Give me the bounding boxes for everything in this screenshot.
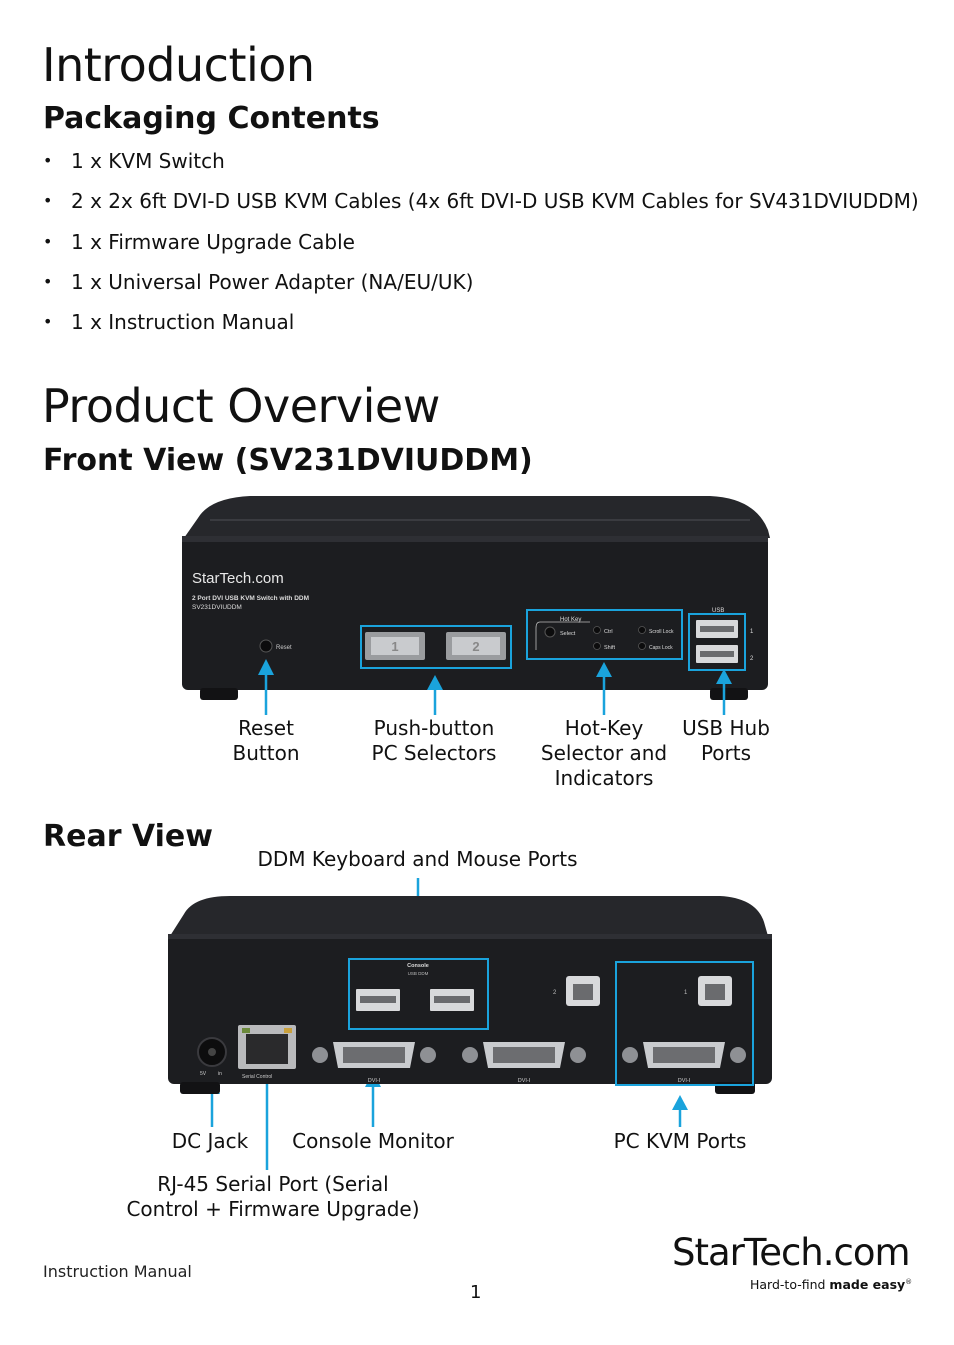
reset-button[interactable] — [259, 639, 273, 653]
packaging-list: •1 x KVM Switch •2 x 2x 6ft DVI-D USB KV… — [43, 148, 919, 349]
svg-text:5V: 5V — [200, 1071, 207, 1077]
ctrl-led-icon — [593, 626, 601, 634]
list-item: •1 x Firmware Upgrade Cable — [43, 229, 355, 254]
front-model: SV231DVIUDDM — [192, 604, 242, 611]
startech-logo: StarTech.com Hard-to-find made easy® — [672, 1234, 912, 1292]
packaging-heading: Packaging Contents — [43, 101, 380, 136]
scroll-lock-led-icon — [638, 626, 646, 634]
svg-text:USB DDM: USB DDM — [408, 971, 429, 976]
footer-doc-title: Instruction Manual — [43, 1262, 192, 1281]
pc-dvi-port-1[interactable]: DVI-I — [622, 1042, 746, 1084]
overview-title: Product Overview — [42, 379, 440, 433]
hotkey-select-button[interactable] — [544, 626, 556, 638]
svg-text:Serial Control: Serial Control — [242, 1074, 272, 1080]
svg-text:1: 1 — [684, 990, 688, 996]
intro-title: Introduction — [42, 38, 315, 92]
logo-tagline: Hard-to-find made easy® — [750, 1277, 913, 1292]
ddm-ports-label: DDM Keyboard and Mouse Ports — [257, 847, 578, 871]
rear-view-image: 5V in Serial Control Console USB DDM 2 1… — [168, 896, 772, 1094]
svg-text:Ctrl: Ctrl — [604, 629, 613, 635]
dc-jack-label: DC Jack — [171, 1129, 249, 1153]
hotkey-highlight — [526, 609, 683, 660]
front-view-heading: Front View (SV231DVIUDDM) — [43, 443, 533, 478]
ddm-ports-highlight — [348, 958, 489, 1030]
logo-wordmark: StarTech.com — [672, 1231, 911, 1274]
svg-text:Reset: Reset — [276, 645, 292, 651]
svg-text:Scroll Lock: Scroll Lock — [649, 629, 674, 635]
caps-lock-led-icon — [638, 642, 646, 650]
pc-dvi-port-2[interactable]: DVI-I — [462, 1042, 586, 1084]
list-item: •1 x Instruction Manual — [43, 310, 295, 335]
page-number: 1 — [470, 1282, 482, 1303]
front-brand: StarTech.com — [192, 570, 284, 587]
svg-text:2: 2 — [472, 639, 479, 654]
pc-kvm-ports-label: PC KVM Ports — [613, 1129, 747, 1153]
svg-text:2: 2 — [553, 990, 557, 996]
svg-text:2: 2 — [750, 656, 754, 662]
svg-text:Console: Console — [407, 963, 429, 969]
svg-text:Select: Select — [560, 631, 576, 637]
rear-view-heading: Rear View — [43, 819, 213, 854]
console-monitor-label: Console Monitor — [292, 1129, 454, 1153]
svg-text:1: 1 — [750, 629, 754, 635]
usb-hub-highlight — [688, 613, 746, 671]
pc-kvm-ports-highlight — [615, 961, 754, 1086]
list-item: •1 x KVM Switch — [43, 149, 225, 173]
svg-text:USB: USB — [712, 608, 724, 614]
svg-text:DVI-I: DVI-I — [368, 1078, 381, 1084]
svg-text:Shift: Shift — [604, 645, 615, 651]
svg-text:1: 1 — [391, 639, 398, 654]
console-dvi-port[interactable]: DVI-I — [312, 1042, 436, 1084]
shift-led-icon — [593, 642, 601, 650]
svg-text:DVI-I: DVI-I — [678, 1078, 691, 1084]
list-item: •1 x Universal Power Adapter (NA/EU/UK) — [43, 269, 474, 294]
front-subtitle: 2 Port DVI USB KVM Switch with DDM — [192, 595, 309, 602]
list-item: •2 x 2x 6ft DVI-D USB KVM Cables (4x 6ft… — [43, 189, 919, 214]
svg-text:Hot Key: Hot Key — [560, 617, 581, 623]
front-view-image: StarTech.com 2 Port DVI USB KVM Switch w… — [182, 496, 770, 700]
push-button-highlight — [360, 625, 512, 669]
svg-text:Caps Lock: Caps Lock — [649, 645, 673, 651]
svg-text:DVI-I: DVI-I — [518, 1078, 531, 1084]
svg-text:in: in — [218, 1071, 222, 1077]
